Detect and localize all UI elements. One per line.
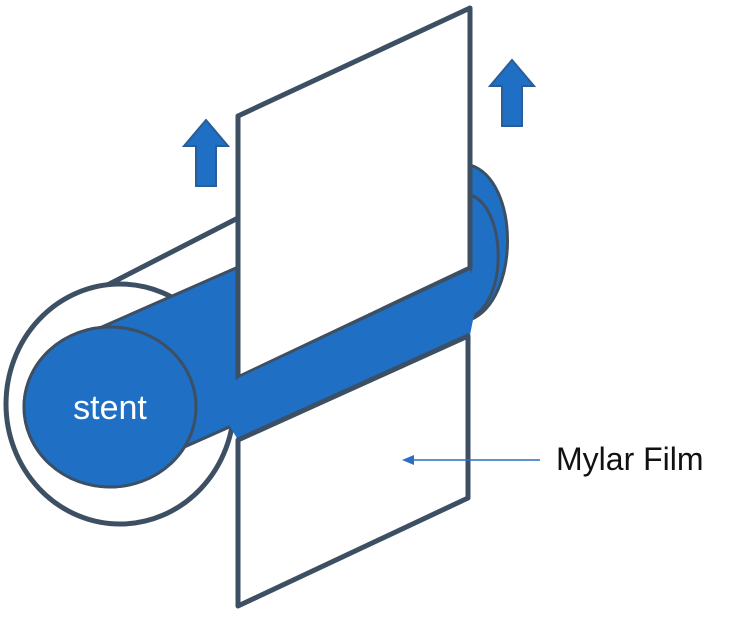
- up-arrow-icon: [181, 118, 231, 187]
- stent-label: stent: [73, 389, 147, 427]
- stent-rear-end: [468, 193, 500, 321]
- mylar-film-label: Mylar Film: [556, 441, 704, 477]
- up-arrow-left: [181, 118, 231, 187]
- up-arrow-right: [487, 58, 537, 127]
- stent-visible-band: [226, 270, 478, 440]
- mylar-film-upper: [235, 5, 473, 381]
- mylar-film-lower: [235, 333, 471, 609]
- up-arrow-icon: [487, 58, 537, 127]
- left-arrow-icon: [402, 455, 540, 465]
- stent-front-face-top: [22, 325, 198, 489]
- pointer-head: [402, 455, 414, 465]
